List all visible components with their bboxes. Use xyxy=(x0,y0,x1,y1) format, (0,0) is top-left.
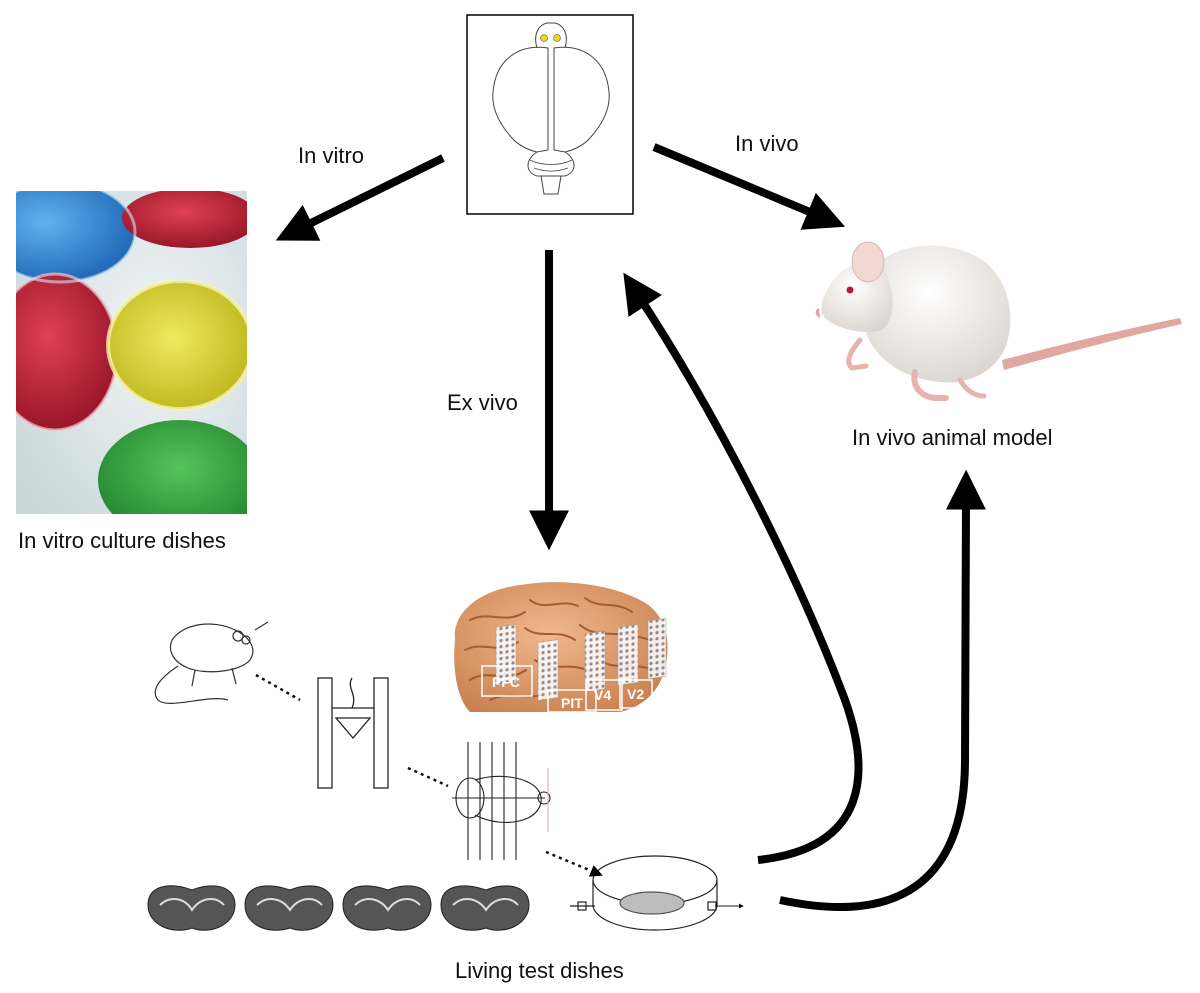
culture-dishes-photo xyxy=(16,191,247,514)
label-in-vitro-culture-dishes: In vitro culture dishes xyxy=(18,528,226,553)
arrows xyxy=(275,143,986,912)
dotted-connectors xyxy=(255,673,603,877)
region-label-pfc: PFC xyxy=(492,674,520,690)
label-in-vivo: In vivo xyxy=(735,131,799,156)
arrow-in-vitro xyxy=(275,154,445,241)
behavior-rat-sketch-icon xyxy=(154,621,269,704)
label-living-test-dishes: Living test dishes xyxy=(455,958,624,983)
brain-region-boxes xyxy=(481,665,653,713)
perfusion-dish-sketch-icon xyxy=(570,855,744,931)
rat-brain-diagram-icon xyxy=(466,14,634,215)
arrow-in-vivo xyxy=(652,143,846,230)
region-label-pit: PIT xyxy=(561,695,583,711)
coronal-slices-icon xyxy=(147,885,530,931)
brain-slicing-sketch-icon xyxy=(452,742,551,860)
white-rat-photo xyxy=(815,241,1182,401)
region-label-v2: V2 xyxy=(627,686,644,702)
label-in-vitro: In vitro xyxy=(298,143,365,168)
human-brain-cortex-icon: PFC PIT V4 V2 xyxy=(454,582,668,713)
cortical-layer-grids xyxy=(495,618,667,701)
arrow-to-animal-model xyxy=(779,469,986,912)
label-in-vivo-animal-model: In vivo animal model xyxy=(852,425,1053,450)
label-ex-vivo: Ex vivo xyxy=(447,390,518,415)
swim-tank-sketch-icon xyxy=(317,677,389,789)
region-label-v4: V4 xyxy=(594,687,611,703)
arrow-return-to-brain xyxy=(623,272,863,864)
